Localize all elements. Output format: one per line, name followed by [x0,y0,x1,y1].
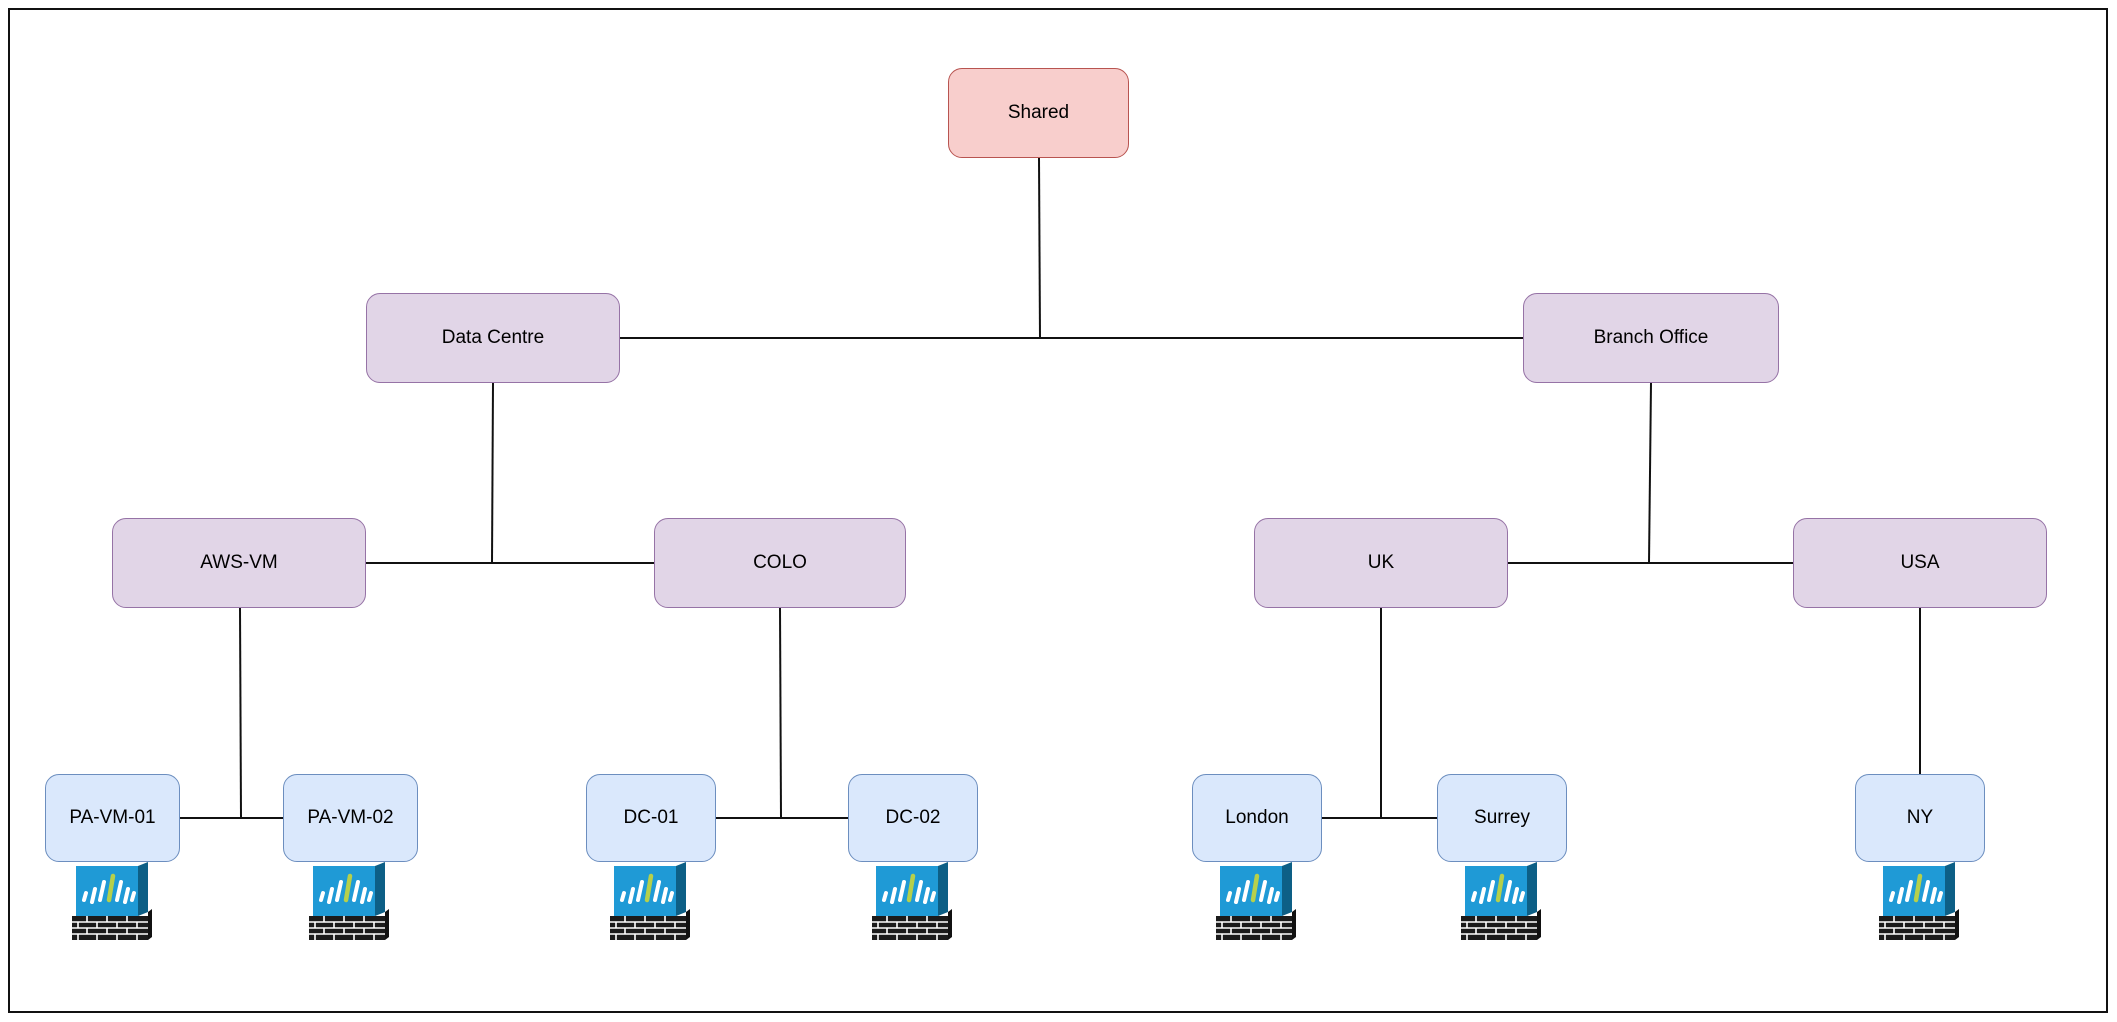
palo-alto-firewall-icon [1216,862,1296,940]
node-label: Branch Office [1593,327,1709,348]
node-label: DC-01 [623,807,679,828]
connector-aws-trunk [239,607,242,819]
palo-alto-firewall-icon [1879,862,1959,940]
connector-dc-trunk [491,382,494,564]
palo-alto-firewall-icon [309,862,389,940]
node-london[interactable]: London [1192,774,1322,862]
node-label: COLO [753,552,807,573]
node-label: UK [1367,552,1395,573]
connector-bo-trunk [1648,382,1652,564]
palo-alto-firewall-icon [1461,862,1541,940]
node-label: PA-VM-01 [69,807,156,828]
node-dc-02[interactable]: DC-02 [848,774,978,862]
node-label: London [1225,807,1289,828]
node-pa-vm-02[interactable]: PA-VM-02 [283,774,418,862]
node-colo[interactable]: COLO [654,518,906,608]
connector-shared-trunk [1038,157,1041,339]
node-shared[interactable]: Shared [948,68,1129,158]
node-label: PA-VM-02 [307,807,394,828]
node-dc-01[interactable]: DC-01 [586,774,716,862]
node-usa[interactable]: USA [1793,518,2047,608]
node-label: AWS-VM [200,552,278,573]
node-data-centre[interactable]: Data Centre [366,293,620,383]
node-branch-office[interactable]: Branch Office [1523,293,1779,383]
node-pa-vm-01[interactable]: PA-VM-01 [45,774,180,862]
palo-alto-firewall-icon [872,862,952,940]
node-label: Data Centre [441,327,545,348]
palo-alto-firewall-icon [610,862,690,940]
diagram-frame [8,8,2108,1013]
connector-colo-trunk [779,607,782,819]
node-ny[interactable]: NY [1855,774,1985,862]
node-aws-vm[interactable]: AWS-VM [112,518,366,608]
palo-alto-firewall-icon [72,862,152,940]
node-surrey[interactable]: Surrey [1437,774,1567,862]
node-label: NY [1906,807,1934,828]
node-uk[interactable]: UK [1254,518,1508,608]
node-label: Surrey [1474,807,1530,828]
node-label: Shared [1007,102,1070,123]
node-label: DC-02 [885,807,941,828]
node-label: USA [1900,552,1940,573]
